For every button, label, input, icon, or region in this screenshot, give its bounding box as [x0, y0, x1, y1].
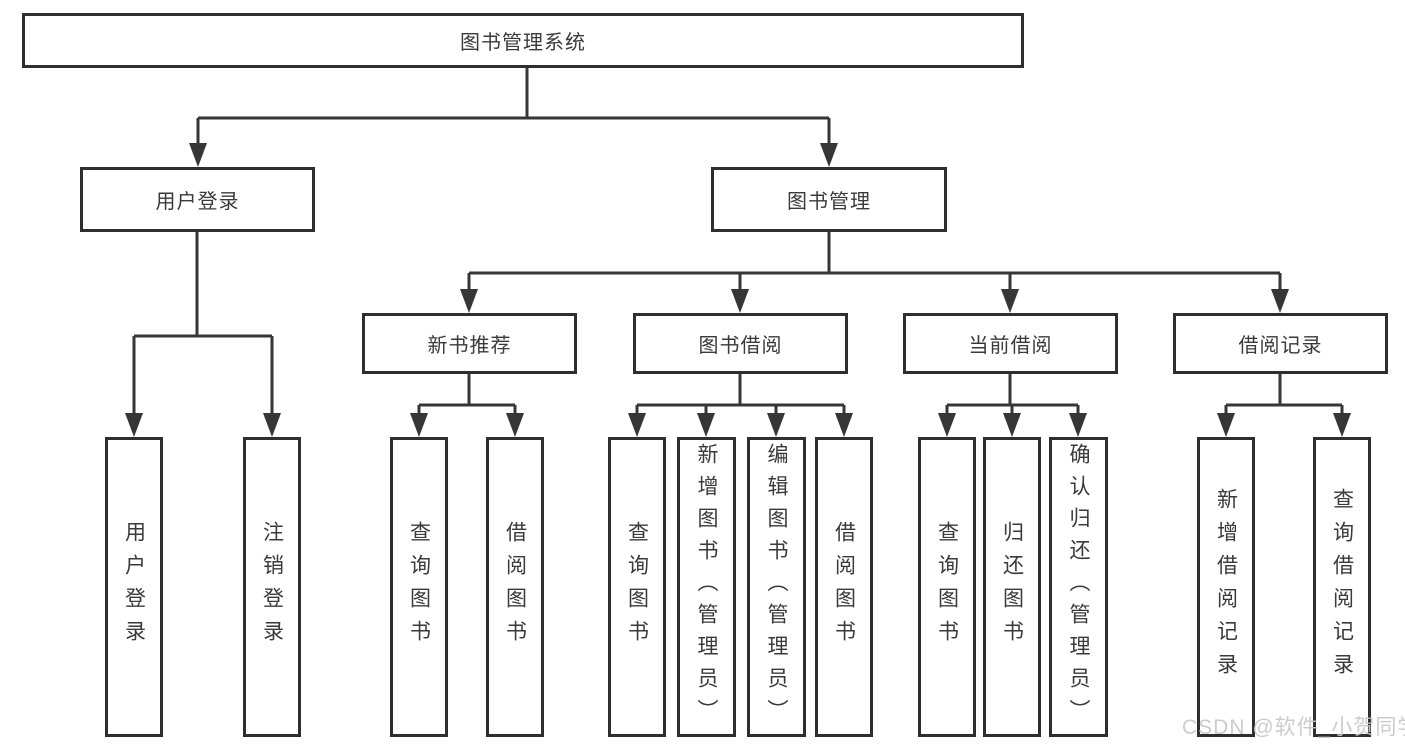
node-book-management-label: 图书管理	[787, 191, 871, 213]
arrow-down-icons	[125, 143, 1351, 437]
node-new-book-recommendation: 新书推荐	[362, 313, 577, 374]
leaf-add-book-admin-label: 新增图书（管理员）	[695, 443, 718, 731]
leaf-user-login-label: 用户登录	[122, 521, 146, 653]
node-book-borrowing: 图书借阅	[633, 313, 848, 374]
leaf-query-books-borrowing: 查询图书	[608, 437, 666, 737]
node-current-borrowing: 当前借阅	[903, 313, 1118, 374]
leaf-borrow-books-borrowing: 借阅图书	[815, 437, 873, 737]
leaf-add-borrow-record: 新增借阅记录	[1197, 437, 1255, 737]
node-user-login: 用户登录	[80, 167, 315, 232]
node-book-borrowing-label: 图书借阅	[698, 335, 783, 357]
leaf-query-books-borrowing-label: 查询图书	[625, 521, 649, 653]
node-root: 图书管理系统	[22, 13, 1024, 68]
csdn-watermark: CSDN @软件_小贺同学	[1182, 716, 1405, 739]
leaf-borrow-books-recommend: 借阅图书	[486, 437, 544, 737]
node-root-label: 图书管理系统	[460, 32, 586, 54]
leaf-add-borrow-record-label: 新增借阅记录	[1214, 488, 1238, 686]
leaf-logout: 注销登录	[243, 437, 301, 737]
leaf-borrow-books-recommend-label: 借阅图书	[503, 521, 527, 653]
node-current-borrowing-label: 当前借阅	[968, 335, 1053, 357]
leaf-query-books-recommend-label: 查询图书	[407, 521, 431, 653]
node-user-login-label: 用户登录	[155, 191, 240, 213]
leaf-query-books-recommend: 查询图书	[390, 437, 448, 737]
leaf-user-login: 用户登录	[105, 437, 163, 737]
node-new-book-recommendation-label: 新书推荐	[427, 335, 512, 357]
leaf-query-borrow-record-label: 查询借阅记录	[1330, 488, 1354, 686]
leaf-query-borrow-record: 查询借阅记录	[1313, 437, 1371, 737]
leaf-add-book-admin: 新增图书（管理员）	[677, 437, 736, 737]
node-borrowing-records-label: 借阅记录	[1238, 335, 1323, 357]
leaf-return-book: 归还图书	[983, 437, 1041, 737]
node-borrowing-records: 借阅记录	[1173, 313, 1388, 374]
leaf-query-books-current: 查询图书	[918, 437, 976, 737]
node-book-management: 图书管理	[711, 167, 947, 232]
leaf-confirm-return-admin-label: 确认归还（管理员）	[1067, 443, 1090, 731]
leaf-confirm-return-admin: 确认归还（管理员）	[1049, 437, 1108, 737]
leaf-edit-book-admin: 编辑图书（管理员）	[747, 437, 806, 737]
leaf-logout-label: 注销登录	[260, 521, 284, 653]
leaf-edit-book-admin-label: 编辑图书（管理员）	[765, 443, 788, 731]
leaf-borrow-books-borrowing-label: 借阅图书	[832, 521, 856, 653]
leaf-return-book-label: 归还图书	[1000, 521, 1024, 653]
leaf-query-books-current-label: 查询图书	[935, 521, 959, 653]
